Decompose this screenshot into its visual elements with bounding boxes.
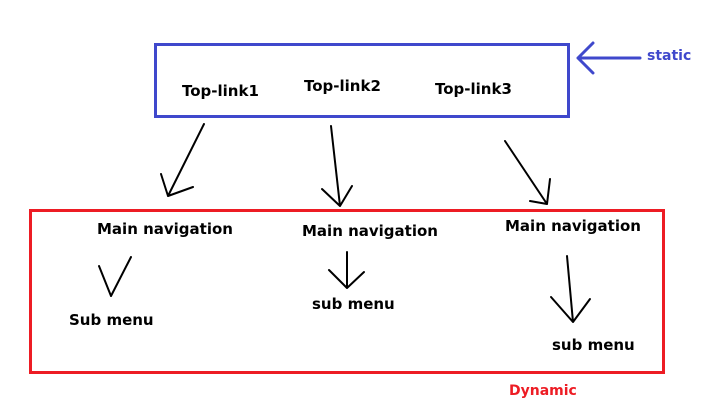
main-navigation-2[interactable]: Main navigation [302, 222, 438, 240]
sub-menu-2[interactable]: sub menu [312, 295, 395, 313]
top-link-3-arrow [504, 140, 551, 205]
main-navigation-1[interactable]: Main navigation [97, 220, 233, 238]
static-label: static [647, 48, 692, 64]
sub-arrow-3 [550, 255, 591, 323]
top-link-1[interactable]: Top-link1 [182, 82, 259, 100]
sub-menu-1[interactable]: Sub menu [69, 311, 154, 329]
sub-arrow-2 [328, 251, 365, 289]
dynamic-box [29, 209, 665, 374]
top-link-3[interactable]: Top-link3 [435, 80, 512, 98]
sub-arrow-1 [98, 256, 132, 297]
static-box [154, 43, 570, 118]
main-navigation-3[interactable]: Main navigation [505, 217, 641, 235]
static-pointer-arrow [576, 41, 642, 75]
top-link-1-arrow [160, 123, 205, 197]
sub-menu-3[interactable]: sub menu [552, 336, 635, 354]
top-link-2[interactable]: Top-link2 [304, 77, 381, 95]
top-link-2-arrow [321, 125, 353, 207]
dynamic-label: Dynamic [509, 383, 577, 399]
